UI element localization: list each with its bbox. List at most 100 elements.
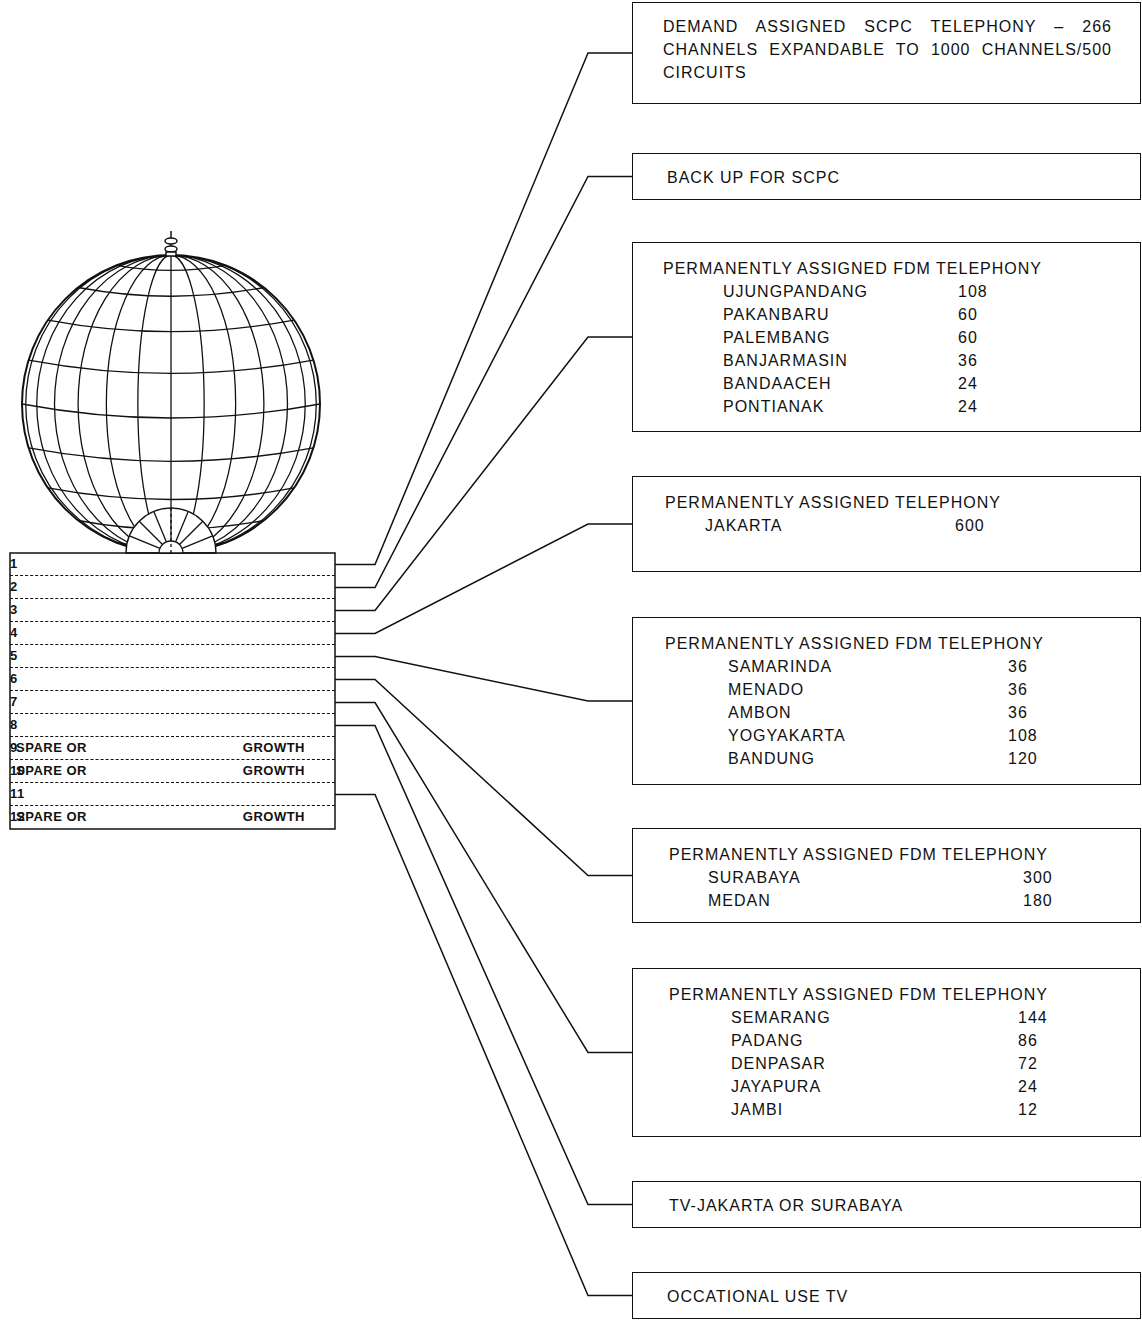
circuit-count: 36 (1008, 655, 1028, 678)
allocation-box: DEMAND ASSIGNED SCPC TELEPHONY – 266 CHA… (632, 2, 1141, 104)
transponder-number: 11 (10, 783, 25, 804)
box-heading: PERMANENTLY ASSIGNED FDM TELEPHONY (665, 632, 1130, 655)
circuit-count: 24 (1018, 1075, 1038, 1098)
circuit-count: 86 (1018, 1029, 1038, 1052)
transponder-number: 4 (10, 622, 18, 643)
city-name: PALEMBANG (723, 326, 830, 349)
transponder-number: 8 (10, 714, 18, 735)
city-name: PONTIANAK (723, 395, 824, 418)
transponder-band: SPARE OR12 GROWTH (10, 806, 335, 829)
transponder-number: 10 (10, 760, 25, 781)
band-note: SPARE OR (16, 806, 87, 827)
circuit-row: SURABAYA300 (669, 866, 1130, 889)
circuit-row: JAYAPURA24 (669, 1075, 1130, 1098)
box-heading: PERMANENTLY ASSIGNED FDM TELEPHONY (669, 983, 1130, 1006)
assignment-line (335, 524, 632, 634)
dome-rib (154, 511, 167, 541)
latitude-line (48, 488, 294, 500)
dome-axis (170, 508, 171, 553)
assignment-line (335, 726, 632, 1205)
transponder-band: 1 (10, 553, 335, 576)
antenna-mast (165, 231, 177, 256)
circuit-row: JAKARTA600 (665, 514, 1130, 537)
city-name: SAMARINDA (728, 655, 832, 678)
allocation-box: PERMANENTLY ASSIGNED TELEPHONYJAKARTA600 (632, 476, 1141, 572)
circuit-row: SAMARINDA 36 (665, 655, 1130, 678)
transponder-band: 11 (10, 783, 335, 806)
band-note: GROWTH (243, 760, 305, 781)
circuit-row: BANJARMASIN 36 (663, 349, 1130, 372)
transponder-band: 4 (10, 622, 335, 645)
circuit-count: 180 (1023, 889, 1053, 912)
city-name: SEMARANG (731, 1006, 831, 1029)
city-name: DENPASAR (731, 1052, 826, 1075)
circuit-count: 60 (958, 326, 978, 349)
city-name: JAMBI (731, 1098, 783, 1121)
box-heading: PERMANENTLY ASSIGNED TELEPHONY (665, 491, 1130, 514)
city-name: BANDAACEH (723, 372, 832, 395)
city-name: BANJARMASIN (723, 349, 848, 372)
circuit-row: PALEMBANG 60 (663, 326, 1130, 349)
transponder-stack-outline (10, 553, 335, 829)
circuit-row: DENPASAR72 (669, 1052, 1130, 1075)
city-name: AMBON (728, 701, 792, 724)
dome-rib (170, 508, 171, 541)
band-note: SPARE OR (16, 760, 87, 781)
circuit-count: 120 (1008, 747, 1038, 770)
circuit-row: JAMBI 12 (669, 1098, 1130, 1121)
circuit-count: 60 (958, 303, 978, 326)
transponder-number: 6 (10, 668, 18, 689)
band-note: GROWTH (243, 737, 305, 758)
circuit-count: 12 (1018, 1098, 1038, 1121)
allocation-box: PERMANENTLY ASSIGNED FDM TELEPHONYSURABA… (632, 828, 1141, 923)
latitude-line (117, 265, 226, 270)
allocation-box: OCCATIONAL USE TV (632, 1272, 1141, 1319)
circuit-row: YOGYAKARTA108 (665, 724, 1130, 747)
latitude-line (48, 320, 294, 332)
transponder-number: 2 (10, 576, 18, 597)
transponder-band: SPARE OR9GROWTH (10, 737, 335, 760)
band-note: GROWTH (243, 806, 305, 827)
circuit-row: BANDAACEH24 (663, 372, 1130, 395)
assignment-line (335, 657, 632, 702)
transponder-band: 8 (10, 714, 335, 737)
meridian-line (37, 255, 305, 553)
circuit-count: 36 (958, 349, 978, 372)
box-heading: TV-JAKARTA OR SURABAYA (669, 1194, 1130, 1217)
assignment-line (335, 703, 632, 1053)
latitude-line (22, 404, 320, 418)
transponder-number: 12 (10, 806, 25, 827)
city-name: MENADO (728, 678, 804, 701)
meridian-line (26, 255, 317, 553)
latitude-line (29, 360, 314, 373)
circuit-row: PONTIANAK 24 (663, 395, 1130, 418)
transponder-band: 7 (10, 691, 335, 714)
city-name: UJUNGPANDANG (723, 280, 868, 303)
circuit-count: 36 (1008, 701, 1028, 724)
circuit-count: 24 (958, 395, 978, 418)
circuit-count: 300 (1023, 866, 1053, 889)
transponder-number: 1 (10, 553, 18, 574)
globe-grid (22, 255, 320, 553)
circuit-count: 108 (958, 280, 988, 303)
city-name: PAKANBARU (723, 303, 830, 326)
allocation-box: TV-JAKARTA OR SURABAYA (632, 1181, 1141, 1228)
circuit-count: 600 (955, 514, 985, 537)
dome-outline (126, 508, 216, 553)
transponder-band: 5 (10, 645, 335, 668)
circuit-count: 108 (1008, 724, 1038, 747)
meridian-line (106, 255, 235, 553)
assignment-line (335, 337, 632, 611)
allocation-box: PERMANENTLY ASSIGNED FDM TELEPHONYUJUNGP… (632, 242, 1141, 432)
meridian-line (170, 255, 171, 553)
circuit-row: PADANG 86 (669, 1029, 1130, 1052)
assignment-line (335, 53, 632, 565)
meridian-line (138, 255, 204, 553)
city-name: BANDUNG (728, 747, 815, 770)
meridian-line (78, 255, 264, 553)
latitude-line (78, 288, 264, 297)
city-name: MEDAN (708, 889, 771, 912)
city-name: PADANG (731, 1029, 803, 1052)
circuit-row: MEDAN 180 (669, 889, 1130, 912)
